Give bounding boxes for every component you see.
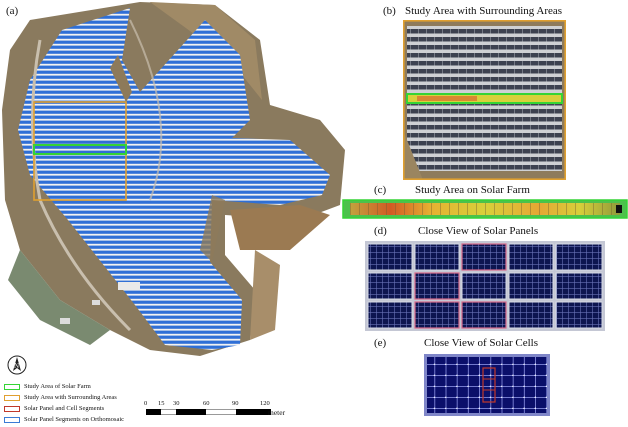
scale-tick-15: 15	[158, 400, 165, 407]
panel-b-label: (b)	[383, 5, 396, 17]
panel-d-title: Close View of Solar Panels	[418, 225, 539, 237]
panel-c-title: Study Area on Solar Farm	[415, 184, 530, 196]
legend-item-solar-farm: Study Area of Solar Farm	[4, 381, 124, 392]
solar-panels-close-view	[365, 241, 605, 331]
study-area-strip-image	[342, 199, 628, 219]
panel-b-title: Study Area with Surrounding Areas	[405, 5, 563, 17]
legend-item-label: Study Area with Surrounding Areas	[24, 394, 117, 401]
highlighted-cell-column	[482, 367, 496, 403]
surrounding-area-image	[403, 20, 566, 180]
panel-c-label: (c)	[374, 184, 387, 196]
legend-swatch-green	[4, 383, 20, 390]
scale-bar: 0 15 30 60 90 120 meter	[144, 400, 346, 426]
panel-e-label: (e)	[374, 337, 387, 349]
scale-tick-90: 90	[232, 400, 239, 407]
north-label: N	[14, 362, 20, 370]
study-strip-highlight	[406, 93, 563, 104]
scale-tick-30: 30	[173, 400, 180, 407]
north-arrow-icon	[7, 355, 27, 375]
panel-a-label: (a)	[6, 5, 19, 17]
scale-bar-graphic	[146, 409, 271, 415]
legend-item-label: Solar Panel Segments on Orthomosaic	[24, 416, 125, 423]
panel-d-label: (d)	[374, 225, 387, 237]
legend-swatch-red	[4, 405, 20, 412]
legend-swatch-orange	[4, 394, 20, 401]
legend-item-label: Study Area of Solar Farm	[24, 383, 91, 390]
panel-grid	[367, 243, 603, 329]
solar-cells-close-view	[424, 354, 550, 416]
legend-item-surrounding: Study Area with Surrounding Areas	[4, 392, 124, 403]
orthomosaic-map	[2, 2, 345, 356]
legend-item-cell-segments: Solar Panel and Cell Segments	[4, 403, 124, 414]
legend-swatch-blue	[4, 416, 20, 423]
legend-item-label: Solar Panel and Cell Segments	[24, 405, 105, 412]
panel-e-title: Close View of Solar Cells	[424, 337, 539, 349]
study-area-strip	[33, 144, 127, 155]
scale-tick-0: 0	[144, 400, 148, 407]
legend: Study Area of Solar Farm Study Area with…	[4, 381, 124, 425]
scale-tick-120: 120	[260, 400, 270, 407]
legend-item-orthomosaic: Solar Panel Segments on Orthomosaic	[4, 414, 124, 425]
scale-tick-60: 60	[203, 400, 210, 407]
scale-unit: meter	[268, 408, 286, 417]
